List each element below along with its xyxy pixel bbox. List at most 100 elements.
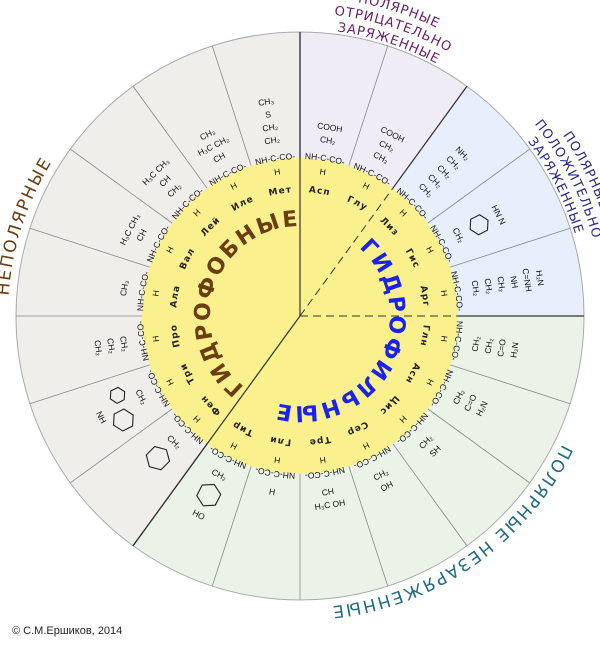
side-chain-group: CH₂: [92, 339, 104, 356]
residue-label: Тре: [308, 433, 331, 446]
core-divider-lines: [132, 32, 458, 547]
alpha-hydrogen-path: H: [439, 335, 450, 343]
alpha-hydrogen-path: H: [164, 245, 176, 255]
residue-divider: [70, 148, 173, 224]
residue-label-path: Арг: [418, 285, 430, 308]
alpha-hydrogen-path: H: [319, 166, 327, 177]
residue-label: Про: [169, 324, 182, 349]
residue-divider: [392, 443, 468, 546]
residue-divider: [450, 227, 571, 268]
alpha-hydrogen: H: [319, 455, 327, 466]
alpha-hydrogen-path: H: [150, 335, 161, 343]
residue-divider: [211, 466, 252, 587]
side-chain-group: CH₂: [482, 337, 494, 354]
residue-divider: [348, 466, 389, 587]
alpha-hydrogen: H: [164, 377, 176, 387]
alpha-hydrogen-path: H: [229, 180, 239, 192]
copyright-notice: © С.М.Ершиков, 2014: [12, 625, 123, 637]
category-divider: [392, 85, 468, 189]
residue-divider: [70, 408, 173, 484]
alpha-hydrogen: H: [164, 245, 176, 255]
residue-divider: [427, 148, 530, 224]
side-chain-group: CH₂: [319, 134, 336, 146]
alpha-hydrogen-path: H: [150, 289, 161, 297]
side-chain: CH₃: [118, 280, 130, 297]
alpha-hydrogen: H: [361, 180, 371, 192]
hydrophobic-hydrophilic-divider: [132, 315, 301, 547]
alpha-hydrogen: H: [439, 335, 450, 343]
alpha-hydrogen-path: H: [191, 414, 202, 425]
phenol-ring: [196, 483, 222, 507]
residue-divider: [427, 408, 530, 484]
residue-label-path: Гли: [269, 433, 291, 446]
alpha-hydrogen-path: H: [229, 440, 239, 452]
side-chain-group: H₂N: [508, 341, 520, 358]
side-chain-group: CH₂: [118, 335, 130, 352]
benzene-ring: [145, 445, 171, 471]
residue-divider: [29, 364, 150, 405]
alpha-hydrogen: H: [150, 289, 161, 297]
side-chain-group: S: [265, 109, 272, 120]
residue-divider: [132, 86, 208, 189]
side-chain-group: C=NH: [520, 268, 534, 293]
residue-label: Глн: [417, 324, 430, 347]
residue-label: Арг: [418, 285, 431, 308]
side-chain-group: NH: [508, 275, 520, 289]
residue-divider: [450, 364, 571, 405]
residue-divider: [211, 45, 252, 166]
alpha-hydrogen-path: H: [191, 207, 202, 218]
side-chain-group: CH₂: [264, 134, 281, 146]
alpha-hydrogen-path: H: [398, 414, 409, 425]
residue-divider: [348, 45, 389, 166]
alpha-hydrogen: H: [361, 440, 371, 452]
side-chain-group: CH₂: [105, 337, 117, 354]
alpha-hydrogen: H: [439, 289, 450, 297]
side-chain-group: CH₃: [118, 280, 130, 297]
alpha-hydrogen: H: [150, 335, 161, 343]
residue-label-path: Глн: [417, 324, 429, 347]
charge-divider-dashed: [299, 187, 394, 317]
side-chain-group: CH₂: [262, 121, 279, 133]
side-chain-group: C=O: [495, 338, 508, 357]
alpha-hydrogen: H: [273, 166, 281, 177]
side-chain-group: CH: [321, 486, 335, 498]
alpha-hydrogen-path: H: [273, 166, 281, 177]
residue-label: Гли: [269, 433, 292, 446]
residue-label-path: Про: [169, 324, 181, 349]
side-chain-group: H₂N: [534, 270, 546, 287]
side-chain-group: CH: [134, 227, 148, 242]
alpha-hydrogen: H: [229, 180, 239, 192]
residue-label: Ала: [169, 284, 182, 308]
side-chain-group: CH₂: [495, 276, 507, 293]
residue-label-path: Асп: [308, 185, 330, 198]
alpha-hydrogen: H: [273, 455, 281, 466]
alpha-hydrogen: H: [424, 377, 436, 387]
alpha-hydrogen-path: H: [361, 180, 371, 192]
side-chain-group: H: [268, 486, 276, 497]
imidazole-ring: [469, 214, 489, 236]
side-chain-group: CH₂: [482, 278, 494, 295]
alpha-hydrogen: H: [319, 166, 327, 177]
side-chain-group: CH₂: [470, 335, 482, 352]
residue-label-path: Тре: [308, 433, 330, 446]
side-chain-group: CH₂: [470, 280, 482, 297]
alpha-hydrogen-path: H: [439, 289, 450, 297]
side-chain-group: CH₃: [257, 96, 274, 108]
alpha-hydrogen: H: [398, 207, 409, 218]
alpha-hydrogen-path: H: [273, 455, 281, 466]
alpha-hydrogen-path: H: [319, 455, 327, 466]
alpha-hydrogen-path: H: [424, 245, 436, 255]
side-chain-group: CH: [211, 150, 226, 164]
alpha-hydrogen: H: [398, 414, 409, 425]
residue-label: Асп: [308, 185, 331, 198]
residue-label-path: Ала: [169, 284, 181, 308]
alpha-hydrogen-path: H: [398, 207, 409, 218]
side-chain-group: NH: [94, 409, 108, 424]
